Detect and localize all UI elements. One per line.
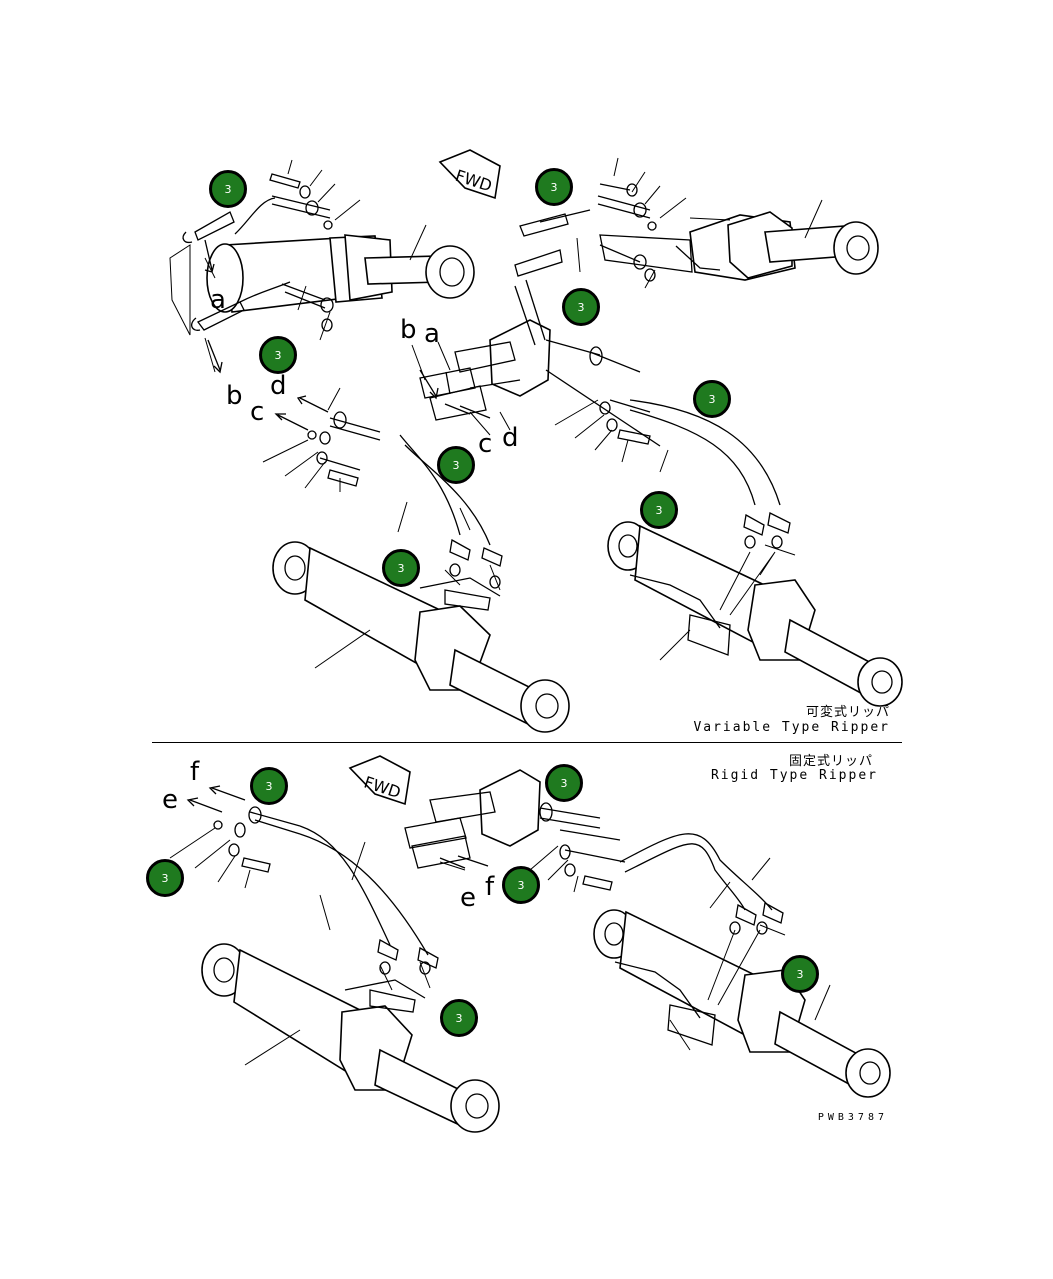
svg-text:d: d bbox=[270, 371, 287, 401]
caption-rigid-en: Rigid Type Ripper bbox=[710, 768, 878, 783]
callout-badge: 3 bbox=[250, 767, 288, 805]
svg-text:e: e bbox=[162, 785, 178, 815]
fwd-arrow-top: FWD bbox=[438, 149, 501, 200]
callout-badge: 3 bbox=[209, 170, 247, 208]
callout-badge: 3 bbox=[146, 859, 184, 897]
svg-text:d: d bbox=[502, 423, 519, 453]
svg-text:b: b bbox=[226, 381, 243, 411]
top-right-cylinder-assembly bbox=[514, 157, 879, 289]
caption-variable-jp: 可変式リッパ bbox=[805, 705, 890, 720]
callout-badge: 3 bbox=[437, 446, 475, 484]
svg-text:a: a bbox=[210, 285, 226, 315]
top-left-cylinder-assembly bbox=[169, 159, 475, 373]
bottom-left-cylinder bbox=[201, 943, 500, 1133]
top-control-valve bbox=[411, 279, 661, 447]
callout-badge: 3 bbox=[440, 999, 478, 1037]
mid-right-cylinder bbox=[607, 521, 903, 707]
svg-text:e: e bbox=[460, 883, 476, 913]
callout-letters: a b b a c d d c f e e f bbox=[162, 239, 519, 913]
drawing-number: PWB3787 bbox=[817, 1112, 888, 1123]
bottom-control-valve bbox=[404, 769, 601, 871]
callout-badge: 3 bbox=[259, 336, 297, 374]
callout-badge: 3 bbox=[781, 955, 819, 993]
bottom-hose-lines bbox=[169, 806, 784, 969]
callout-badge: 3 bbox=[535, 168, 573, 206]
callout-badge: 3 bbox=[382, 549, 420, 587]
caption-variable-en: Variable Type Ripper bbox=[693, 720, 890, 735]
callout-badge: 3 bbox=[693, 380, 731, 418]
fwd-arrow-bottom: FWD bbox=[348, 755, 411, 806]
mid-left-cylinder bbox=[272, 541, 570, 733]
svg-text:f: f bbox=[485, 872, 495, 902]
svg-text:b: b bbox=[400, 315, 417, 345]
callout-badge: 3 bbox=[545, 764, 583, 802]
section-divider bbox=[152, 742, 902, 743]
svg-text:c: c bbox=[250, 397, 264, 427]
callout-badge: 3 bbox=[502, 866, 540, 904]
callout-badge: 3 bbox=[640, 491, 678, 529]
caption-rigid-jp: 固定式リッパ bbox=[788, 754, 873, 769]
top-hose-lines bbox=[262, 387, 791, 567]
svg-text:f: f bbox=[190, 757, 200, 787]
svg-text:c: c bbox=[478, 429, 492, 459]
callout-badge: 3 bbox=[562, 288, 600, 326]
svg-text:a: a bbox=[424, 319, 440, 349]
bottom-right-cylinder bbox=[593, 909, 891, 1098]
